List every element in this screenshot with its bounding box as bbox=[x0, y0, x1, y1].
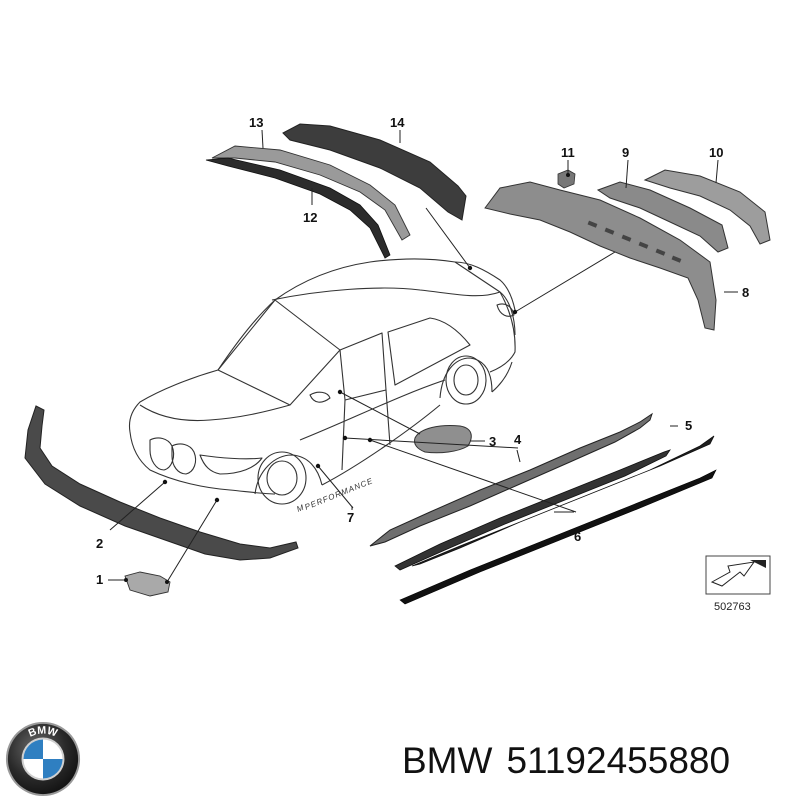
part-6-side-decal bbox=[411, 435, 715, 567]
car-outline bbox=[128, 258, 516, 505]
callout-3: 3 bbox=[489, 434, 496, 449]
callout-2: 2 bbox=[96, 536, 103, 551]
callout-9: 9 bbox=[622, 145, 629, 160]
caption-part-number: 51192455880 bbox=[506, 740, 731, 781]
reference-number: 502763 bbox=[714, 601, 751, 613]
callout-14: 14 bbox=[390, 115, 405, 130]
part-13-trim-strip bbox=[211, 145, 411, 241]
diffuser-slots bbox=[587, 220, 682, 263]
callout-11: 11 bbox=[561, 145, 575, 160]
reference-symbol: 502763 bbox=[705, 555, 771, 613]
part-6-lower-strip bbox=[399, 469, 717, 605]
callout-8: 8 bbox=[742, 285, 749, 300]
leader-dots bbox=[124, 173, 570, 584]
callout-7: 7 bbox=[347, 510, 354, 525]
part-2-front-splitter bbox=[24, 405, 299, 561]
part-12-trim-strip bbox=[205, 157, 391, 259]
part-14-rear-spoiler bbox=[282, 123, 467, 221]
part-5-side-strip bbox=[394, 449, 671, 571]
callout-13: 13 bbox=[249, 115, 263, 130]
part-caption: BMW 51192455880 bbox=[402, 736, 792, 786]
callout-1: 1 bbox=[96, 572, 103, 587]
callout-4: 4 bbox=[514, 432, 522, 447]
part-11-clip bbox=[557, 169, 576, 189]
callout-5: 5 bbox=[685, 418, 692, 433]
arrow-icon bbox=[710, 561, 756, 587]
part-1-lip-trim bbox=[124, 571, 171, 597]
part-4-side-skirt bbox=[369, 412, 653, 547]
caption-brand: BMW bbox=[402, 740, 493, 781]
part-8-rear-diffuser bbox=[484, 181, 717, 331]
part-10-diffuser-trim bbox=[643, 169, 771, 245]
part-3-mirror-cap bbox=[414, 425, 472, 454]
part-9-diffuser-insert bbox=[596, 181, 729, 253]
callout-12: 12 bbox=[303, 210, 317, 225]
callout-10: 10 bbox=[709, 145, 723, 160]
callout-6: 6 bbox=[574, 529, 581, 544]
performance-badge-m: M bbox=[295, 503, 305, 514]
logo-letters: BMW bbox=[27, 724, 60, 739]
bmw-logo: BMW bbox=[5, 721, 81, 797]
leader-lines bbox=[108, 129, 738, 583]
performance-badge-text: PERFORMANCE bbox=[303, 476, 374, 512]
